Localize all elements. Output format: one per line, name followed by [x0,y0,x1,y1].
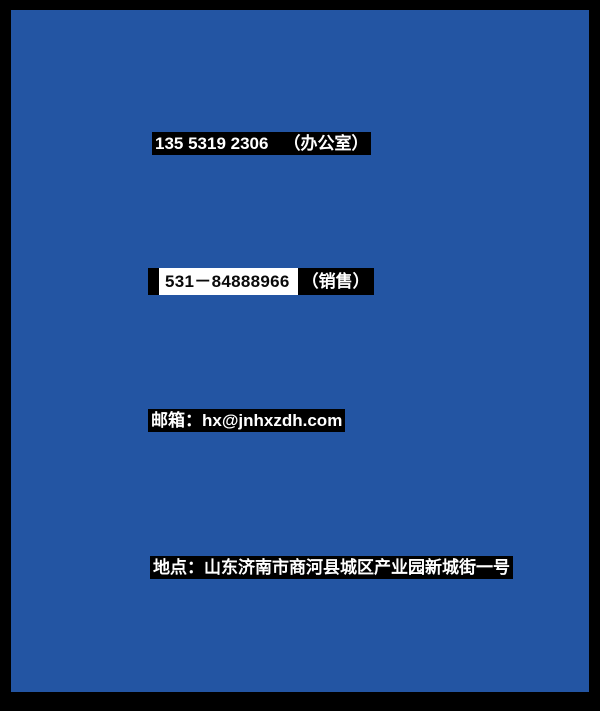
sales-phone-line: 531－84888966 （销售） [148,268,374,295]
email-line: 邮箱：hx@jnhxzdh.com [148,409,346,432]
spacer [268,143,283,144]
address-text: 地点：山东济南市商河县城区产业园新城街一号 [150,556,513,579]
office-phone-highlight: 135 5319 2306 （办公室） [152,132,372,155]
office-phone-number: 135 5319 2306 [155,134,269,153]
sales-phone-label: （销售） [297,268,374,295]
highlight-fragment [148,268,159,295]
address-line: 地点：山东济南市商河县城区产业园新城街一号 [150,556,513,579]
contact-page: 135 5319 2306 （办公室） 531－84888966 （销售） 邮箱… [11,10,589,692]
office-phone-line: 135 5319 2306 （办公室） [152,132,372,155]
email-text: 邮箱：hx@jnhxzdh.com [148,409,346,432]
sales-phone-box: 531－84888966 [148,268,298,295]
office-phone-label: （办公室） [283,134,369,153]
sales-phone-number: 531－84888966 [165,272,290,291]
